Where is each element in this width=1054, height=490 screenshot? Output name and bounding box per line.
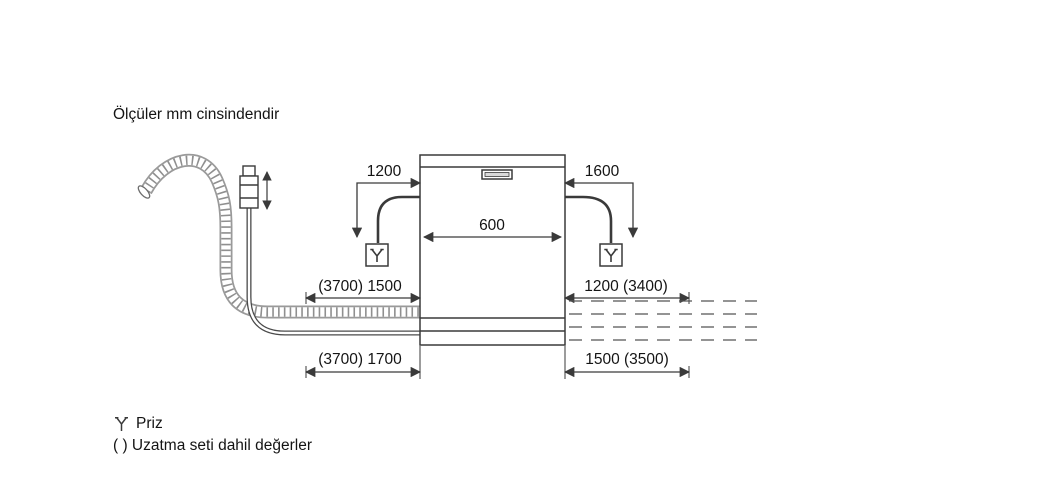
drain-hose-core: [141, 155, 420, 317]
legend: Priz ( ) Uzatma seti dahil değerler: [113, 413, 312, 457]
dim-label-bottom-right: 1500 (3500): [585, 351, 669, 368]
dim-line-cable-left: [351, 177, 422, 239]
plug-symbol-left: [365, 243, 389, 267]
legend-row-plug: Priz: [113, 413, 312, 435]
dishwasher-display: [484, 172, 510, 177]
plug-icon: [370, 248, 384, 262]
legend-note-text: ( ) Uzatma seti dahil değerler: [113, 437, 312, 454]
power-cable-left: [376, 195, 420, 243]
supply-hose-inner: [247, 208, 420, 335]
plug-icon: [604, 248, 618, 262]
dim-label-mid-left: (3700) 1500: [318, 278, 402, 295]
dim-label-cable-right: 1600: [585, 163, 620, 180]
legend-row-note: ( ) Uzatma seti dahil değerler: [113, 435, 312, 457]
plug-icon: [113, 416, 129, 432]
page-title: Ölçüler mm cinsindendir: [113, 106, 280, 123]
dim-label-mid-right: 1200 (3400): [584, 278, 668, 295]
power-cable-right: [565, 195, 613, 243]
dimension-lines: [304, 177, 691, 378]
plug-symbol-right: [599, 243, 623, 267]
drain-hose-opening: [137, 185, 151, 199]
supply-hose: [246, 208, 420, 336]
dishwasher-outline: [419, 154, 566, 346]
tap-connector: [239, 165, 259, 209]
legend-plug-label: Priz: [136, 415, 163, 432]
dim-label-width: 600: [479, 217, 505, 234]
drain-hose: [137, 153, 420, 319]
dim-line-cable-right: [563, 177, 639, 239]
dishwasher-control-panel: [481, 169, 513, 180]
dishwasher-body: [419, 154, 566, 346]
tap-connector-body: [239, 175, 259, 209]
tap-connector-cap: [242, 165, 256, 177]
dim-label-cable-left: 1200: [367, 163, 402, 180]
extension-lines: [305, 292, 690, 379]
hose-extension-dashed-lines: [569, 300, 757, 341]
dim-label-bottom-left: (3700) 1700: [318, 351, 402, 368]
